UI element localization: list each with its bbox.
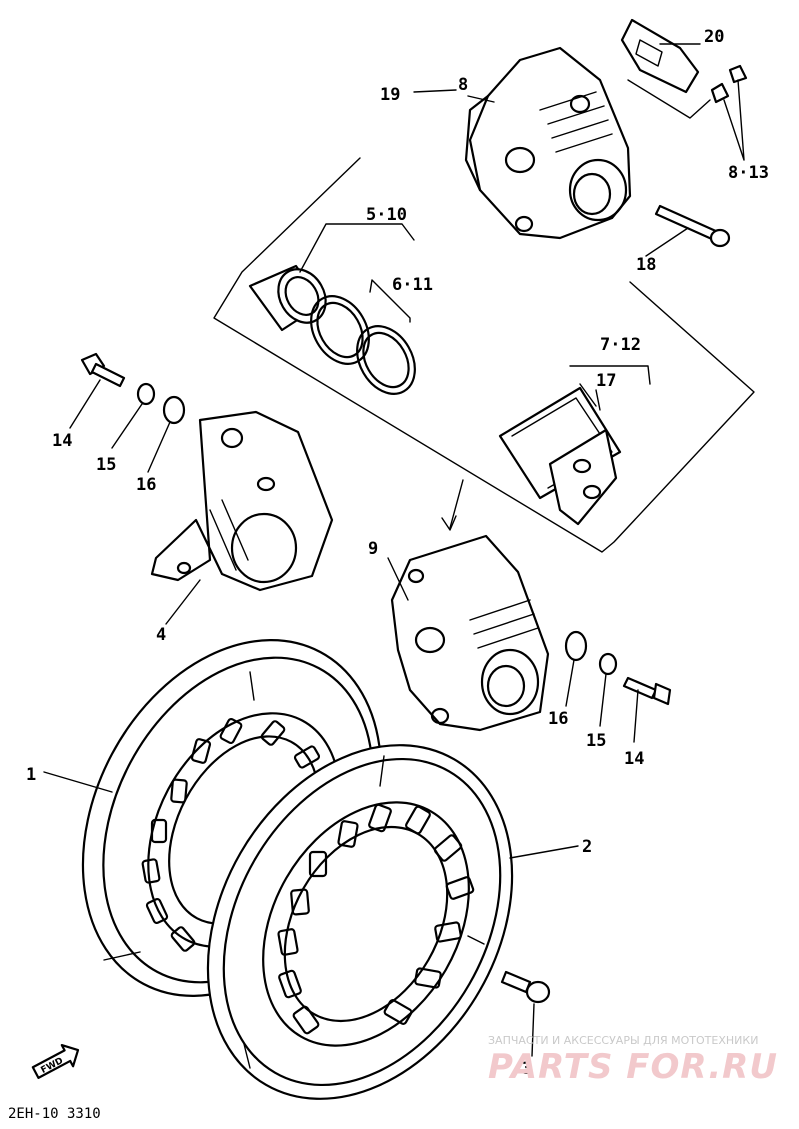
leader-4: [165, 579, 201, 625]
leader-5-10: [299, 223, 415, 273]
leader-16a: [147, 421, 171, 473]
leader-8-13: [723, 79, 745, 161]
subassembly-outline: [213, 157, 755, 553]
piston: [248, 264, 327, 332]
left-washer-15: [136, 382, 156, 406]
pad-retainer: [620, 18, 700, 94]
label-part-17: 17: [596, 371, 616, 391]
bleed-screws: [710, 64, 748, 104]
leader-16b: [565, 659, 575, 707]
left-bolt-14: [80, 352, 126, 388]
label-part-7-12: 7·12: [600, 335, 641, 355]
label-part-16-left: 16: [136, 475, 156, 495]
label-part-2: 2: [582, 837, 592, 857]
leader-14a: [69, 379, 101, 429]
leader-3: [531, 1003, 535, 1057]
brake-pads: [498, 383, 622, 526]
label-part-16-right: 16: [548, 709, 568, 729]
right-washer-16: [564, 630, 588, 662]
label-part-4: 4: [156, 625, 166, 645]
left-washer-16: [162, 395, 186, 425]
label-part-14-left: 14: [52, 431, 72, 451]
disc-bolt-3: [500, 970, 551, 1004]
left-caliper: [150, 410, 334, 592]
leader-2: [509, 845, 579, 859]
leader-1: [43, 771, 113, 793]
leader-15b: [599, 673, 607, 727]
disc-1-vents: [141, 717, 321, 952]
dust-seal: [356, 325, 416, 395]
label-part-9: 9: [368, 539, 378, 559]
label-part-18: 18: [636, 255, 656, 275]
pin-bolt: [654, 204, 731, 248]
leader-7-12: [569, 365, 651, 385]
label-part-15-right: 15: [586, 731, 606, 751]
label-part-15-left: 15: [96, 455, 116, 475]
watermark-tagline: ЗАПЧАСТИ И АКСЕССУАРЫ ДЛЯ МОТОТЕХНИКИ: [488, 1034, 758, 1047]
right-caliper: [390, 534, 550, 732]
leader-18: [645, 227, 689, 257]
upper-caliper: [464, 46, 632, 240]
leader-6-11: [369, 279, 411, 323]
label-part-3: 3: [522, 1059, 532, 1079]
label-part-5-10: 5·10: [366, 205, 407, 225]
right-washer-15: [598, 652, 618, 676]
leader-8: [467, 95, 495, 103]
label-part-8-13: 8·13: [728, 163, 769, 183]
forward-marker: FWD: [31, 1043, 80, 1079]
subassembly-arrow-shaft: [449, 479, 464, 529]
watermark-brand: PARTS FOR.RU: [488, 1047, 778, 1087]
leader-17: [595, 389, 601, 411]
label-part-20: 20: [704, 27, 724, 47]
label-part-1: 1: [26, 765, 36, 785]
label-part-8: 8: [458, 75, 468, 95]
leader-9: [387, 557, 409, 601]
leader-15a: [111, 403, 143, 449]
diagram-code: 2EH-10 3310: [8, 1106, 101, 1122]
brake-disc-2: [206, 744, 514, 1100]
right-bolt-14: [622, 676, 672, 706]
leader-14b: [633, 689, 639, 743]
subassembly-arrow-head: [441, 515, 457, 531]
leader-19: [413, 89, 457, 93]
label-part-14-right: 14: [624, 749, 644, 769]
leader-20: [627, 43, 711, 119]
label-part-6-11: 6·11: [392, 275, 433, 295]
disc-2-vents: [277, 803, 475, 1035]
label-part-19: 19: [380, 85, 400, 105]
